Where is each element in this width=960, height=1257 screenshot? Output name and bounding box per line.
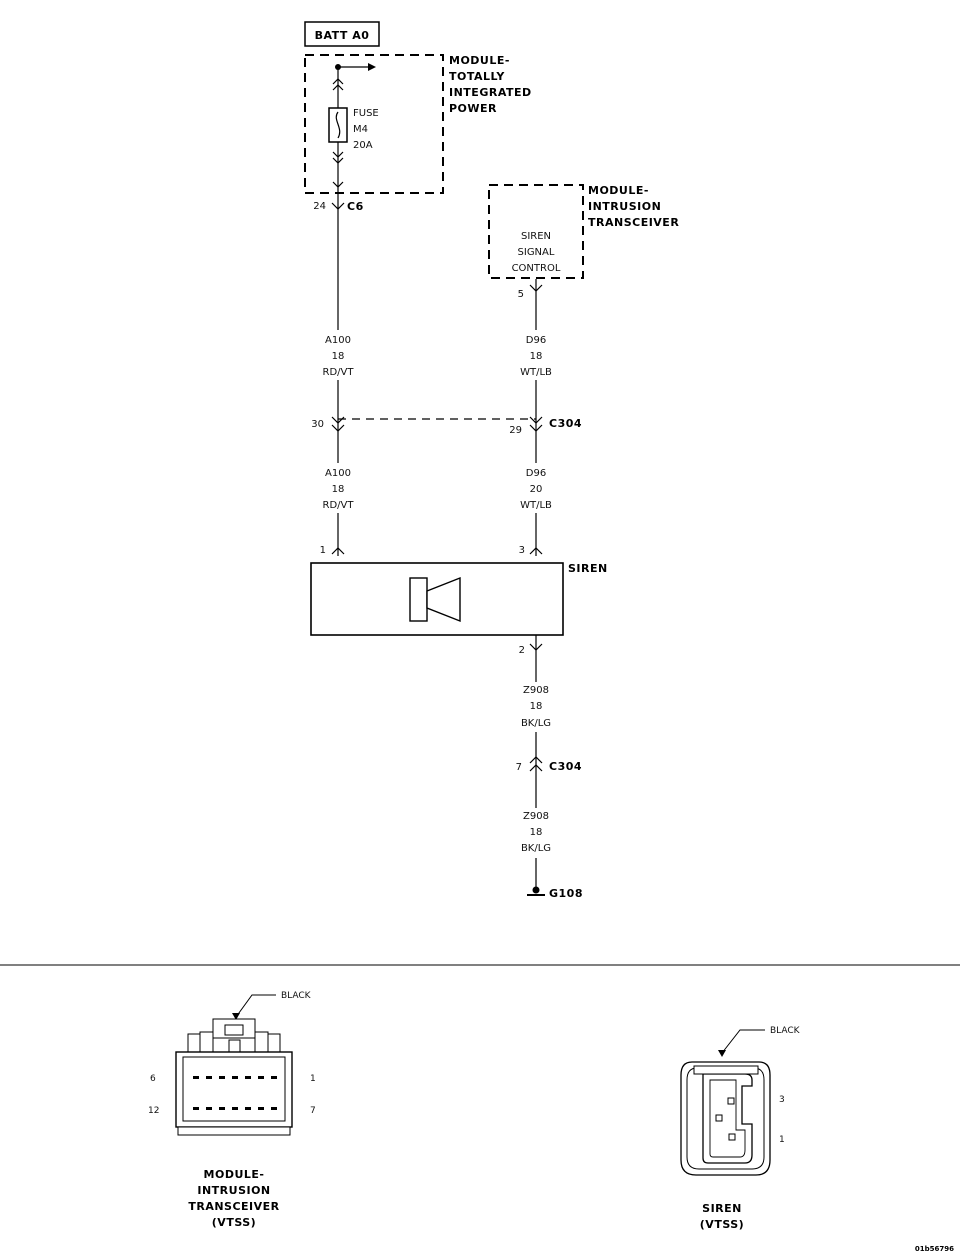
tipm-title-line-3: INTEGRATED [449,86,532,99]
a100-upper-color: RD/VT [323,367,355,378]
its-caption-line-3: TRANSCEIVER [188,1200,279,1213]
d96-upper-gauge: 18 [530,351,543,362]
its-module-boundary [488,184,584,279]
siren-pin-1: 1 [320,545,326,556]
wire-label-a100-upper: A100 18 RD/VT [323,335,355,378]
wire-label-d96-lower: D96 20 WT/LB [520,468,552,511]
d96-lower-color: WT/LB [520,500,552,511]
wire-label-z908-lower: Z908 18 BK/LG [521,811,551,854]
siren-color-label: BLACK [770,1026,801,1036]
its-module: MODULE- INTRUSION TRANSCEIVER SIREN SIGN… [488,184,679,300]
battery-source: BATT A0 [304,21,380,47]
ground-label: G108 [549,887,583,900]
its-inner-line-2: SIGNAL [518,247,555,258]
fuse-label-line-3: 20A [353,140,373,151]
tipm-output-terminal [332,181,344,188]
figure-id: 01b56796 [915,1245,954,1253]
its-pin-12: 12 [148,1106,159,1116]
d96-lower-circuit: D96 [526,468,546,479]
d96-lower-gauge: 20 [530,484,543,495]
its-pin-row-1 [193,1076,277,1079]
its-inner-line-1: SIREN [521,231,551,242]
a100-lower-gauge: 18 [332,484,345,495]
c304-upper-left-pin: 30 [311,419,324,430]
tipm-module: MODULE- TOTALLY INTEGRATED POWER FUSE M4… [304,54,532,213]
z908-upper-circuit: Z908 [523,685,549,696]
c6-connector-symbol [331,202,345,210]
tipm-title-line-4: POWER [449,102,497,115]
a100-lower-color: RD/VT [323,500,355,511]
wire-label-a100-lower: A100 18 RD/VT [323,468,355,511]
its-title-line-3: TRANSCEIVER [588,216,679,229]
inline-connector-lower [332,151,344,164]
z908-upper-gauge: 18 [530,701,543,712]
c304-lower-connector: 7 C304 [516,756,582,773]
siren-pin-2: 2 [519,645,525,656]
siren-color-leader [721,1029,765,1054]
c6-pin-number: 24 [313,201,326,212]
siren-label: SIREN [568,562,608,575]
its-connector-view: BLACK 6 1 12 [148,991,316,1229]
a100-upper-gauge: 18 [332,351,345,362]
siren-caption-line-1: SIREN [702,1202,742,1215]
fuse-element [335,111,341,139]
its-color-leader [235,994,276,1018]
c6-connector-name: C6 [347,200,364,213]
a100-lower-circuit: A100 [325,468,351,479]
z908-lower-circuit: Z908 [523,811,549,822]
siren-pin-1-connector [331,547,345,555]
tipm-module-boundary [304,54,444,194]
its-pin-row-2 [193,1107,277,1110]
its-pin-number: 5 [518,289,524,300]
its-color-label: BLACK [281,991,312,1001]
z908-lower-gauge: 18 [530,827,543,838]
c304-lower-symbol [529,756,543,772]
wire-label-z908-upper: Z908 18 BK/LG [521,685,551,729]
c304-upper-name: C304 [549,417,582,430]
wire-label-d96-upper: D96 18 WT/LB [520,335,552,378]
c304-lower-name: C304 [549,760,582,773]
its-caption-line-4: (VTSS) [212,1216,256,1229]
its-pin-1: 1 [310,1074,316,1084]
c304-upper-connector: 30 29 C304 [311,416,582,436]
tipm-title-line-1: MODULE- [449,54,510,67]
a100-upper-circuit: A100 [325,335,351,346]
bus-arrow-head [368,63,376,71]
c304-upper-right-pin: 29 [509,425,522,436]
battery-label: BATT A0 [315,29,370,42]
its-pin-6: 6 [150,1074,156,1084]
ground-dot [532,886,540,894]
siren-pin-3: 3 [519,545,525,556]
c304-lower-pin: 7 [516,762,522,773]
z908-lower-color: BK/LG [521,843,551,854]
speaker-icon [409,576,461,623]
c304-upper-left-symbol [331,416,345,432]
inline-connector-upper [332,78,344,91]
its-inner-line-3: CONTROL [512,263,561,274]
siren-connector-view: BLACK 3 1 SIREN (VTSS) [680,1026,801,1231]
ground-g108: G108 [527,886,583,900]
d96-upper-color: WT/LB [520,367,552,378]
fuse-label-line-2: M4 [353,124,368,135]
siren-pin-3-connector [529,547,543,555]
its-caption-line-2: INTRUSION [197,1184,270,1197]
its-title-line-2: INTRUSION [588,200,661,213]
siren-caption-line-2: (VTSS) [700,1218,744,1231]
battery-label-box [304,21,380,47]
fuse-label-line-1: FUSE [353,108,379,119]
tipm-title-line-2: TOTALLY [449,70,505,83]
siren-conn-pin-3: 3 [779,1095,785,1105]
d96-upper-circuit: D96 [526,335,546,346]
its-caption-line-1: MODULE- [204,1168,265,1181]
z908-upper-color: BK/LG [521,718,551,729]
c304-upper-right-symbol [529,416,543,432]
its-pin-7: 7 [310,1106,316,1116]
siren-conn-pin-1: 1 [779,1135,785,1145]
its-title-line-1: MODULE- [588,184,649,197]
siren-component: 1 3 SIREN 2 [310,545,608,656]
